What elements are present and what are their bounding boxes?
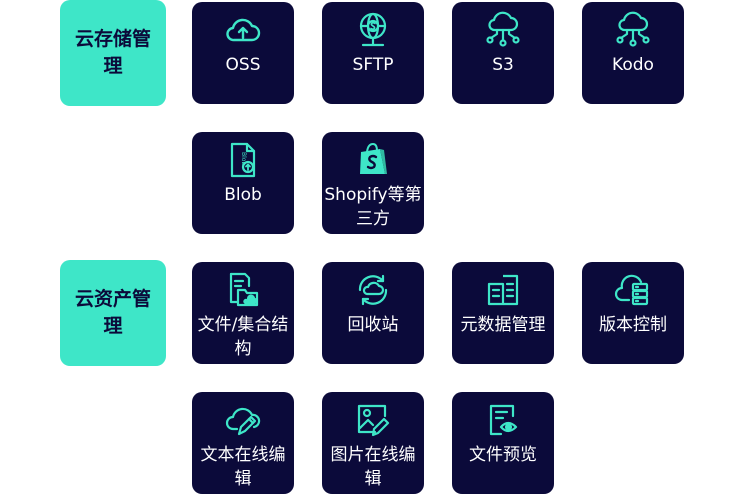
file-collection-icon [223, 270, 263, 310]
image-edit-icon [353, 400, 393, 440]
sftp-globe-icon [353, 10, 393, 50]
cloud-network-icon [483, 10, 523, 50]
tile-label: 文件/集合结构 [197, 315, 289, 359]
tile-label: SFTP [352, 55, 394, 75]
tile-label: 版本控制 [599, 315, 667, 335]
tile-label: 文本在线编辑 [200, 445, 286, 489]
cloud-edit-icon [223, 400, 263, 440]
category-cloud-assets: 云资产管理 [60, 260, 166, 366]
recycle-cloud-icon [353, 270, 393, 310]
tile-label: S3 [492, 55, 514, 75]
blob-file-icon: Blob [223, 140, 263, 180]
metadata-building-icon [483, 270, 523, 310]
tile-text-edit[interactable]: 文本在线编辑 [192, 392, 294, 494]
tile-shopify[interactable]: Shopify等第三方 [322, 132, 424, 234]
cloud-server-icon [613, 270, 653, 310]
tile-blob[interactable]: Blob Blob [192, 132, 294, 234]
tile-s3[interactable]: S3 [452, 2, 554, 104]
tile-label: Kodo [612, 55, 654, 75]
tile-kodo[interactable]: Kodo [582, 2, 684, 104]
shopify-bag-icon [353, 140, 393, 180]
tile-label: OSS [225, 55, 261, 75]
tile-label: 元数据管理 [460, 315, 546, 335]
tile-label: 文件预览 [469, 445, 537, 465]
category-title: 云资产管理 [74, 288, 151, 337]
tile-recycle-bin[interactable]: 回收站 [322, 262, 424, 364]
tile-label: Shopify等第三方 [324, 185, 422, 229]
svg-text:Blob: Blob [240, 152, 247, 165]
file-preview-icon [483, 400, 523, 440]
tile-label: Blob [224, 185, 262, 205]
tile-file-preview[interactable]: 文件预览 [452, 392, 554, 494]
tile-file-collection[interactable]: 文件/集合结构 [192, 262, 294, 364]
tile-version-control[interactable]: 版本控制 [582, 262, 684, 364]
category-title: 云存储管理 [74, 28, 151, 77]
category-cloud-storage: 云存储管理 [60, 0, 166, 106]
cloud-network-icon [613, 10, 653, 50]
tile-oss[interactable]: OSS [192, 2, 294, 104]
tile-metadata[interactable]: 元数据管理 [452, 262, 554, 364]
tile-label: 回收站 [347, 315, 399, 335]
tile-image-edit[interactable]: 图片在线编辑 [322, 392, 424, 494]
tile-sftp[interactable]: SFTP [322, 2, 424, 104]
tile-label: 图片在线编辑 [330, 445, 416, 489]
cloud-upload-icon [223, 10, 263, 50]
